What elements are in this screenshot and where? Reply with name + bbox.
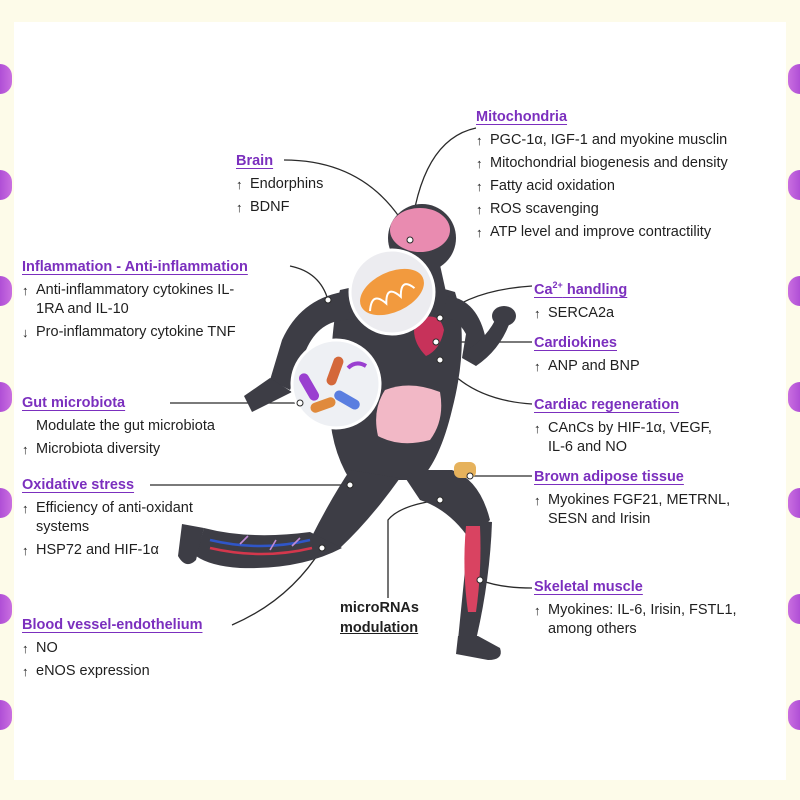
list-item: ↑Endorphins bbox=[236, 176, 324, 192]
vessel-branch bbox=[239, 535, 301, 551]
up-arrow-icon: ↑ bbox=[476, 133, 483, 148]
blood-vessel-label: Blood vessel-endothelium ↑NO ↑eNOS expre… bbox=[22, 616, 262, 681]
list-item: ↑Fatty acid oxidation bbox=[476, 178, 615, 194]
list-item: ↑ROS scavenging bbox=[476, 201, 599, 217]
up-arrow-icon: ↑ bbox=[476, 202, 483, 217]
leader-skeletal bbox=[479, 579, 533, 589]
side-tab bbox=[0, 382, 12, 412]
up-arrow-icon: ↑ bbox=[534, 359, 541, 374]
up-arrow-icon: ↑ bbox=[236, 200, 243, 215]
cardiac-regeneration-label: Cardiac regeneration ↑CAnCs by HIF-1α, V… bbox=[534, 396, 734, 457]
brain-organ bbox=[390, 208, 450, 252]
mitochondria-callout bbox=[348, 248, 436, 336]
list-item: ↑Microbiota diversity bbox=[22, 441, 161, 457]
up-arrow-icon: ↑ bbox=[22, 664, 29, 679]
list-item: ↑Myokines FGF21, METRNL, SESN and Irisin bbox=[534, 492, 731, 527]
up-arrow-icon: ↑ bbox=[476, 179, 483, 194]
list-item: Modulate the gut microbiota bbox=[36, 418, 215, 434]
organs bbox=[209, 208, 481, 612]
list-item: ↑Mitochondrial biogenesis and density bbox=[476, 155, 728, 171]
brain-title: Brain bbox=[236, 153, 274, 169]
calcium-handling-title: Ca2+ handling bbox=[534, 280, 628, 298]
mitochondria-title: Mitochondria bbox=[476, 109, 568, 125]
list-item: ↑Anti-inflammatory cytokines IL-1RA and … bbox=[22, 282, 235, 317]
heart-organ bbox=[414, 316, 444, 356]
side-tab bbox=[788, 700, 800, 730]
down-arrow-icon: ↓ bbox=[22, 325, 29, 340]
microrna-line1: microRNAs bbox=[340, 600, 419, 616]
inflammation-label: Inflammation - Anti-inflammation ↑Anti-i… bbox=[22, 258, 292, 342]
up-arrow-icon: ↑ bbox=[22, 283, 29, 298]
side-tab bbox=[0, 488, 12, 518]
oxidative-stress-label: Oxidative stress ↑Efficiency of anti-oxi… bbox=[22, 476, 262, 560]
list-item: ↑Myokines: IL-6, Irisin, FSTL1, among ot… bbox=[534, 602, 737, 637]
side-tab bbox=[788, 276, 800, 306]
up-arrow-icon: ↑ bbox=[22, 641, 29, 656]
blood-vessel-organ bbox=[209, 538, 311, 548]
up-arrow-icon: ↑ bbox=[22, 442, 29, 457]
list-item: ↑ANP and BNP bbox=[534, 358, 640, 374]
oxidative-stress-title: Oxidative stress bbox=[22, 477, 135, 493]
leader-brain bbox=[283, 159, 401, 219]
up-arrow-icon: ↑ bbox=[534, 421, 541, 436]
list-item: ↑NO bbox=[22, 640, 58, 656]
up-arrow-icon: ↑ bbox=[476, 156, 483, 171]
gut-organ bbox=[376, 385, 442, 444]
side-tab bbox=[0, 276, 12, 306]
up-arrow-icon: ↑ bbox=[534, 493, 541, 508]
skeletal-muscle-title: Skeletal muscle bbox=[534, 579, 643, 595]
up-arrow-icon: ↑ bbox=[22, 543, 29, 558]
up-arrow-icon: ↑ bbox=[534, 603, 541, 618]
gut-microbiota-callout bbox=[290, 338, 382, 430]
list-item: ↑Efficiency of anti-oxidant systems bbox=[22, 500, 193, 535]
brown-adipose-label: Brown adipose tissue ↑Myokines FGF21, ME… bbox=[534, 468, 774, 529]
list-item: ↑ATP level and improve contractility bbox=[476, 224, 712, 240]
side-tab bbox=[0, 64, 12, 94]
side-tab bbox=[0, 700, 12, 730]
side-tab bbox=[0, 170, 12, 200]
list-item: ↑PGC-1α, IGF-1 and myokine musclin bbox=[476, 132, 728, 148]
list-item: ↑eNOS expression bbox=[22, 663, 150, 679]
blood-vessel-organ bbox=[209, 546, 313, 556]
list-item: ↑HSP72 and HIF-1α bbox=[22, 542, 159, 558]
side-tab bbox=[0, 594, 12, 624]
calcium-handling-label: Ca2+ handling ↑SERCA2a bbox=[534, 276, 734, 323]
skeletal-muscle-organ bbox=[464, 526, 481, 612]
side-tab bbox=[788, 488, 800, 518]
cardiokines-title: Cardiokines bbox=[534, 335, 617, 351]
microrna-label: microRNAs modulation bbox=[340, 598, 450, 638]
side-tab bbox=[788, 594, 800, 624]
mitochondria-label: Mitochondria ↑PGC-1α, IGF-1 and myokine … bbox=[476, 108, 776, 242]
cardiokines-label: Cardiokines ↑ANP and BNP bbox=[534, 334, 734, 376]
microrna-line2: modulation bbox=[340, 620, 419, 636]
up-arrow-icon: ↑ bbox=[236, 177, 243, 192]
brain-label: Brain ↑Endorphins ↑BDNF bbox=[236, 152, 376, 217]
leader-inflammation bbox=[289, 265, 329, 301]
skeletal-muscle-label: Skeletal muscle ↑Myokines: IL-6, Irisin,… bbox=[534, 578, 774, 639]
brown-adipose-title: Brown adipose tissue bbox=[534, 469, 684, 485]
list-item: ↑CAnCs by HIF-1α, VEGF, IL-6 and NO bbox=[534, 420, 712, 455]
leader-microrna bbox=[387, 499, 441, 598]
up-arrow-icon: ↑ bbox=[476, 225, 483, 240]
up-arrow-icon: ↑ bbox=[534, 305, 541, 321]
inflammation-title: Inflammation - Anti-inflammation bbox=[22, 259, 248, 275]
blood-vessel-title: Blood vessel-endothelium bbox=[22, 617, 203, 633]
gut-microbiota-label: Gut microbiota Modulate the gut microbio… bbox=[22, 394, 282, 459]
cardiac-regeneration-title: Cardiac regeneration bbox=[534, 397, 680, 413]
side-tab bbox=[788, 382, 800, 412]
connector-dots bbox=[296, 236, 484, 584]
list-item: ↑BDNF bbox=[236, 199, 290, 215]
list-item: ↑SERCA2a bbox=[534, 304, 615, 321]
list-item: ↓Pro-inflammatory cytokine TNF bbox=[22, 324, 236, 340]
gut-microbiota-title: Gut microbiota bbox=[22, 395, 126, 411]
side-tab bbox=[788, 64, 800, 94]
up-arrow-icon: ↑ bbox=[22, 501, 29, 516]
side-tab bbox=[788, 170, 800, 200]
